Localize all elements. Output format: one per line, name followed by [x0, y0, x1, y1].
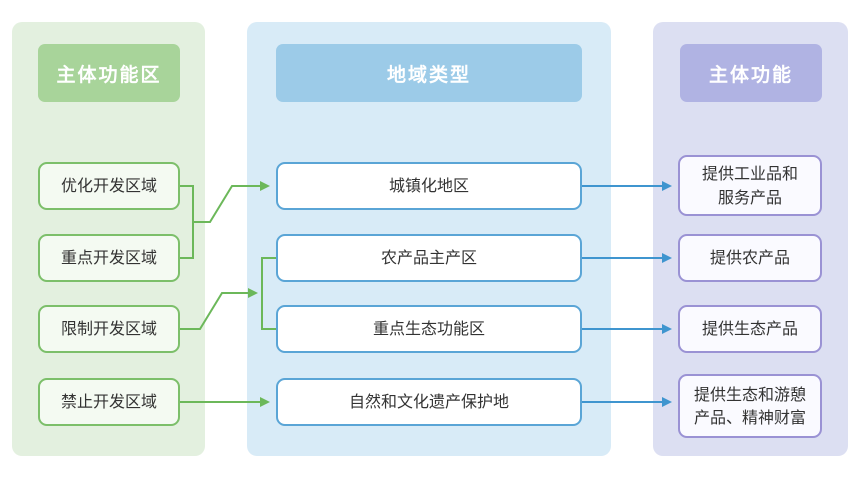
bracket-agri-ecological [261, 257, 276, 330]
agricultural-products-line1: 提供农产品 [709, 248, 790, 268]
ecological-recreation-spiritual-box: 提供生态和游憩 产品、精神财富 [678, 374, 822, 438]
ecological-products-line1: 提供生态产品 [701, 319, 798, 339]
natural-cultural-heritage-area-box: 自然和文化遗产保护地 [276, 378, 582, 426]
ecological-recreation-line1: 提供生态和游憩 [693, 384, 806, 404]
region-type-header: 地域类型 [276, 44, 582, 102]
optimized-development-zone-box: 优化开发区域 [38, 162, 180, 210]
ecological-products-box: 提供生态产品 [678, 305, 822, 353]
ecological-recreation-line2: 产品、精神财富 [693, 408, 806, 427]
prohibited-development-zone-box: 禁止开发区域 [38, 378, 180, 426]
arrow-restricted-to-bracket [180, 288, 258, 330]
function-zone-header: 主体功能区 [38, 44, 180, 102]
agricultural-products-box: 提供农产品 [678, 234, 822, 282]
urbanized-area-box: 城镇化地区 [276, 162, 582, 210]
arrow-to-urbanized [193, 181, 270, 223]
industrial-service-products-line1: 提供工业品和 [701, 164, 798, 184]
key-ecological-function-area-box: 重点生态功能区 [276, 305, 582, 353]
agricultural-production-area-box: 农产品主产区 [276, 234, 582, 282]
industrial-service-products-line2: 服务产品 [717, 187, 782, 207]
bracket-optimized-key-to-urbanized [180, 185, 194, 259]
main-function-header: 主体功能 [680, 44, 822, 102]
key-development-zone-box: 重点开发区域 [38, 234, 180, 282]
industrial-service-products-box: 提供工业品和 服务产品 [678, 155, 822, 216]
restricted-development-zone-box: 限制开发区域 [38, 305, 180, 353]
